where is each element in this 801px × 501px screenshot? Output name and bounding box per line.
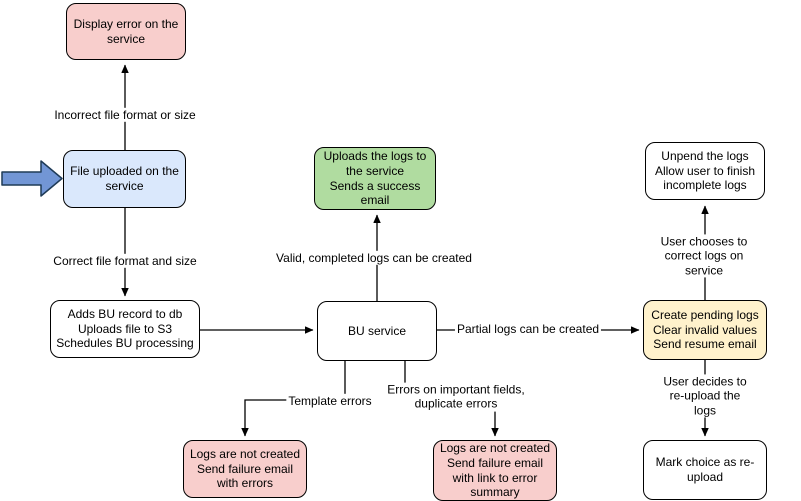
node-bu-service: BU service bbox=[317, 301, 437, 361]
edge-label-reupload-decision: User decides to re-upload the logs bbox=[657, 374, 753, 418]
edge-label-template-errors: Template errors bbox=[286, 393, 374, 409]
node-display-error: Display error on the service bbox=[66, 3, 186, 60]
node-adds-bu-record: Adds BU record to db Uploads file to S3 … bbox=[50, 300, 200, 358]
node-mark-reupload: Mark choice as re- upload bbox=[643, 440, 767, 500]
edge-label-incorrect-format: Incorrect file format or size bbox=[52, 107, 198, 123]
edge-label-partial-logs: Partial logs can be created bbox=[454, 321, 602, 337]
edge-label-valid-logs: Valid, completed logs can be created bbox=[274, 250, 474, 266]
node-logs-not-created-summary: Logs are not created Send failure email … bbox=[433, 440, 557, 501]
edge-label-correct-format: Correct file format and size bbox=[51, 253, 199, 269]
input-arrow-icon bbox=[1, 160, 63, 197]
node-logs-not-created-errors: Logs are not created Send failure email … bbox=[183, 440, 307, 498]
node-file-uploaded: File uploaded on the service bbox=[63, 150, 186, 208]
edge-label-important-errors: Errors on important fields, duplicate er… bbox=[385, 382, 527, 412]
edge-label-correct-on-service: User chooses to correct logs on service bbox=[655, 234, 753, 278]
node-uploads-logs: Uploads the logs to the service Sends a … bbox=[314, 147, 436, 210]
node-unpend-logs: Unpend the logs Allow user to finish inc… bbox=[645, 142, 765, 200]
node-create-pending: Create pending logs Clear invalid values… bbox=[643, 300, 767, 360]
